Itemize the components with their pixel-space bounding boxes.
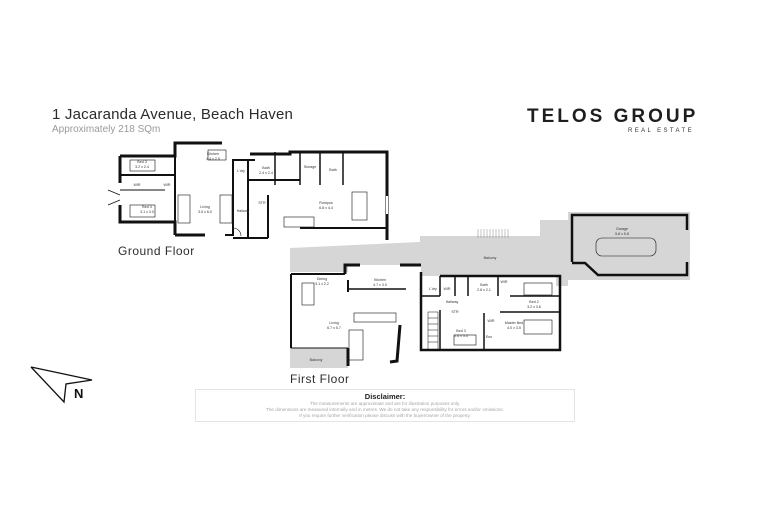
first-floor-label: First Floor — [290, 372, 350, 386]
north-arrow-icon — [30, 366, 93, 404]
room-dims: 4.7 x 3.0 — [373, 283, 387, 287]
property-address: 1 Jacaranda Avenue, Beach Haven — [52, 106, 294, 123]
first-floor-plan — [290, 213, 689, 366]
room-dims: 4.4 x 2.5 — [206, 157, 220, 161]
room-dims: 3.2 x 3.6 — [527, 305, 541, 309]
room-label: Master Bed — [505, 321, 523, 325]
room-label: Bath — [262, 166, 269, 170]
room-dims: 4.0 x 3.5 — [507, 326, 521, 330]
room-dims: 6.7 x 5.7 — [327, 326, 341, 330]
room-dims: 3.1 x 2.2 — [315, 282, 329, 286]
ground-floor-label: Ground Floor — [118, 244, 195, 258]
room-label: L'dry — [429, 287, 437, 291]
room-label: WIR — [134, 183, 141, 187]
room-dims: 6.8 x 4.4 — [319, 206, 333, 210]
room-dims: 3.2 x 2.4 — [135, 165, 149, 169]
room-dims: 2.6 x 3.5 — [454, 334, 468, 338]
room-label: Bath — [329, 168, 336, 172]
room-label: WIR — [488, 319, 495, 323]
room-label: Ens — [486, 335, 492, 339]
property-area: Approximately 218 SQm — [52, 124, 161, 135]
room-label: Bath — [480, 283, 487, 287]
room-label: Dining — [317, 277, 327, 281]
room-dims: 3.5 x 6.0 — [198, 210, 212, 214]
disclaimer-box: Disclaimer: The measurements are approxi… — [195, 389, 575, 422]
room-label: Hallway — [446, 300, 459, 304]
room-label: Living — [329, 321, 338, 325]
room-label: WIR — [501, 280, 508, 284]
brand-logo: TELOS GROUP — [527, 106, 699, 127]
room-label: Living — [200, 205, 209, 209]
room-label: Rumpus — [319, 201, 333, 205]
room-label: Bed 2 — [529, 300, 538, 304]
room-dims: 2.4 x 2.4 — [259, 171, 273, 175]
brand-tagline: REAL ESTATE — [628, 128, 694, 134]
room-label: Balcony — [310, 358, 323, 362]
room-dims: 5.8 x 5.8 — [615, 232, 629, 236]
first-floor-room-labels: Dining 3.1 x 2.2 Kitchen 4.7 x 3.0 Livin… — [310, 227, 629, 362]
room-dims: 2.8 x 2.1 — [477, 288, 491, 292]
disclaimer-title: Disclaimer: — [364, 392, 406, 401]
room-label: Balcony — [484, 256, 497, 260]
room-label: WIR — [164, 183, 171, 187]
compass-north-label: N — [74, 386, 84, 401]
room-label: Storage — [304, 165, 317, 169]
outdoor-stairs — [477, 229, 509, 238]
room-label: 3.1 x 3.0 — [140, 210, 154, 214]
room-label: Bed 3 — [456, 329, 465, 333]
disclaimer-line: The measurements are approximate and are… — [309, 401, 461, 406]
disclaimer-line: If you require further verification plea… — [299, 413, 471, 418]
room-label: Bed 3 — [137, 160, 146, 164]
room-label: STR — [258, 201, 266, 205]
disclaimer-line: The dimensions are measured internally a… — [266, 407, 504, 412]
ground-floor-plan — [107, 141, 389, 240]
room-label: Garage — [616, 227, 628, 231]
ground-floor-room-labels: Bed 3 3.2 x 2.4 Bed 4 3.1 x 3.0 WIR WIR … — [134, 152, 337, 214]
room-label: WIR — [444, 287, 451, 291]
room-label: Kitchen — [207, 152, 219, 156]
room-label: L'dry — [237, 169, 245, 173]
room-label: Bed 4 — [142, 205, 151, 209]
room-label: STR — [451, 310, 459, 314]
room-label: Kitchen — [374, 278, 386, 282]
room-label: Hallway — [237, 209, 250, 213]
